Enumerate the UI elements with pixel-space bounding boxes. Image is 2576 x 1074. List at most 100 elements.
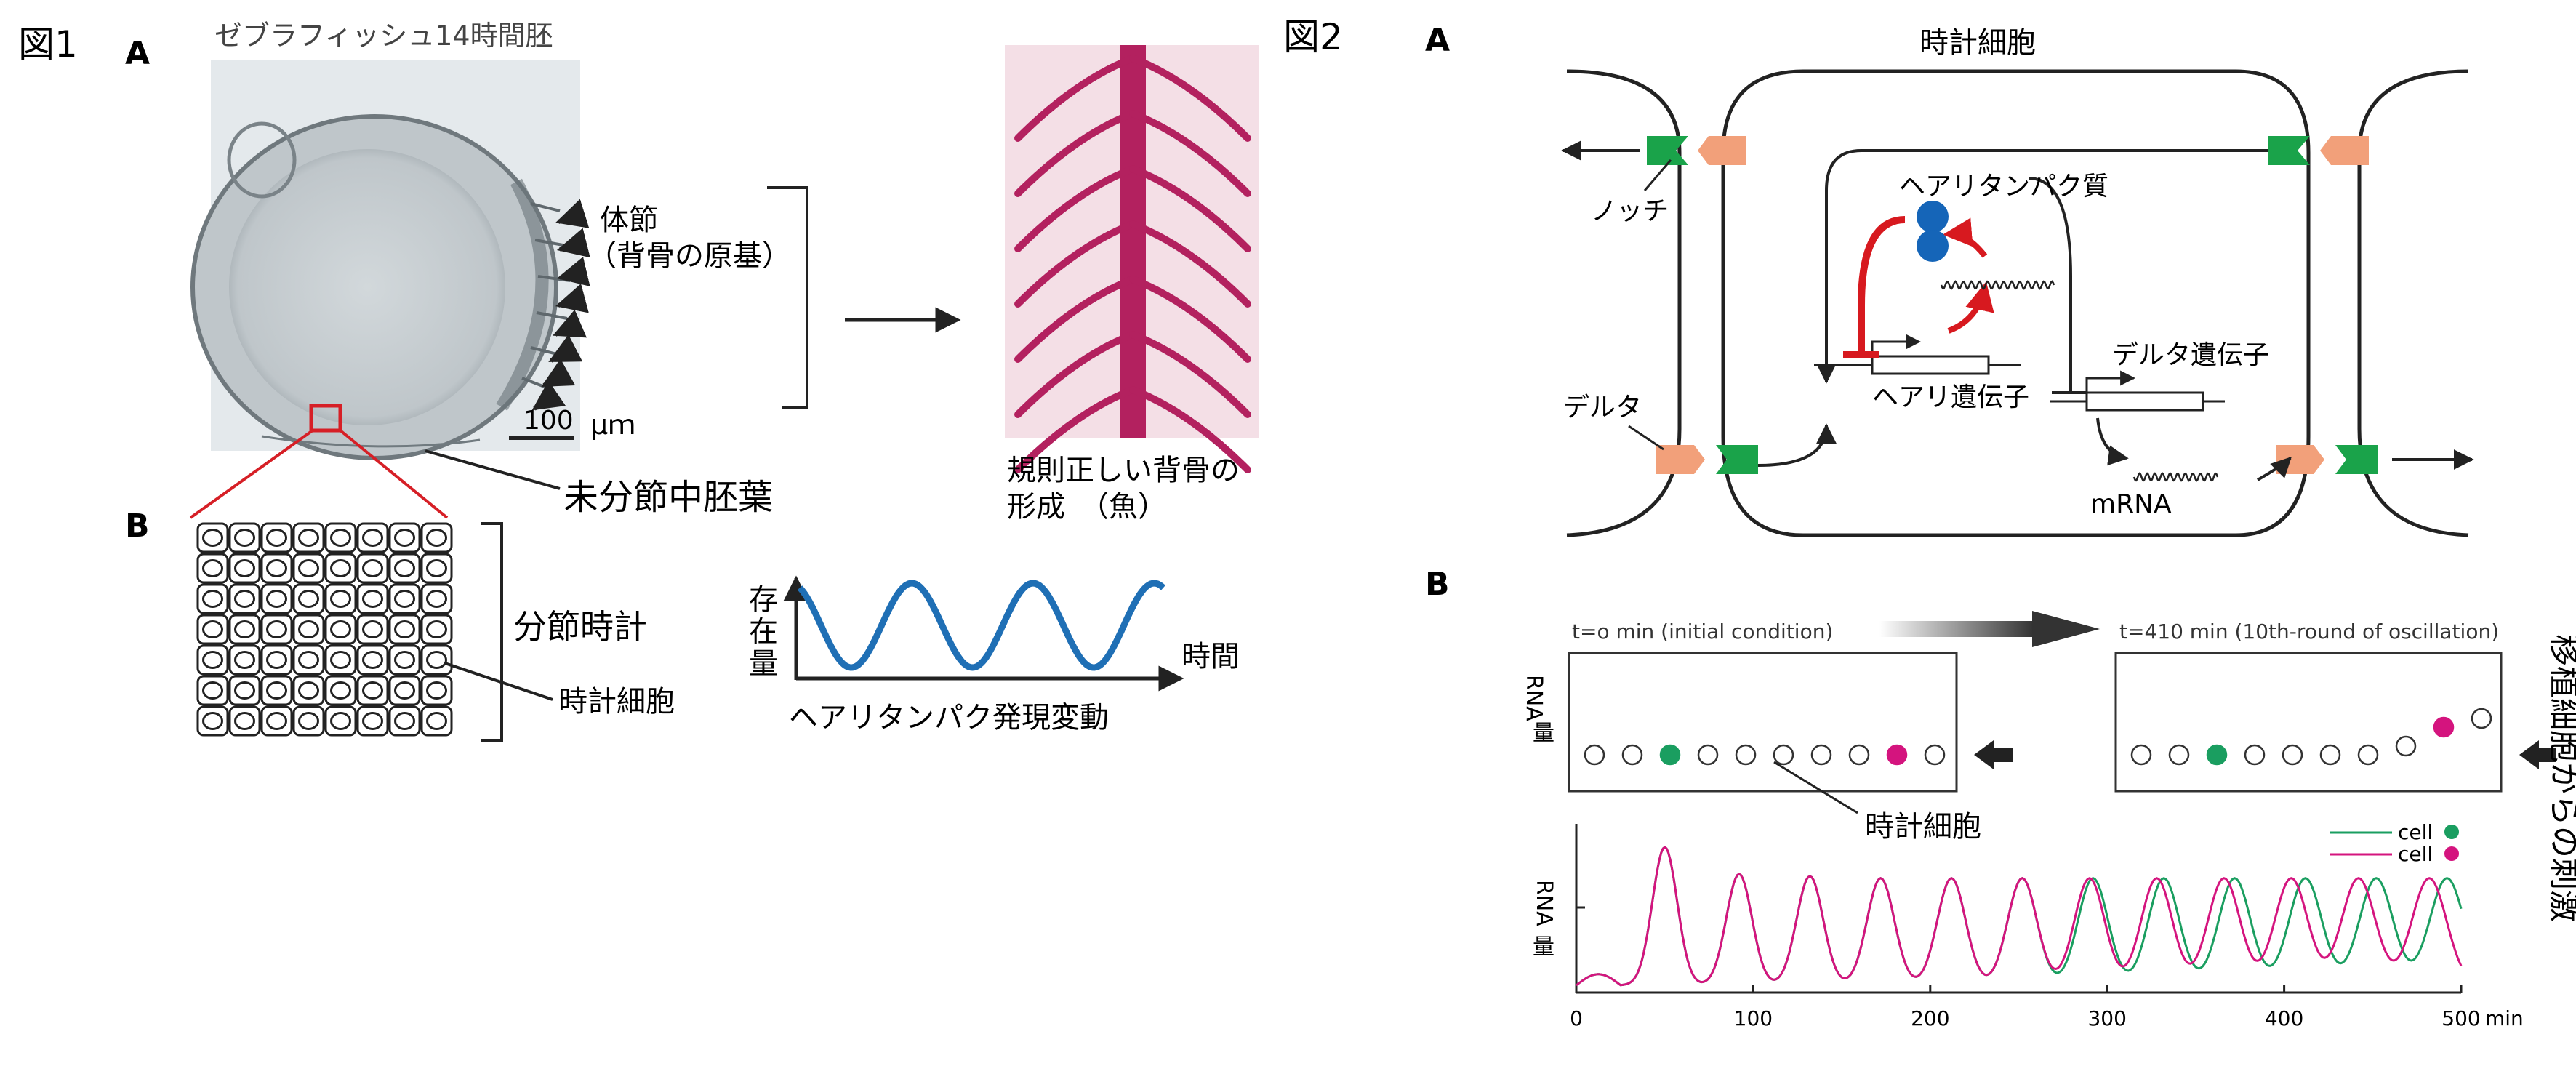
cells-row-late xyxy=(2130,708,2492,766)
cell-nucleus xyxy=(394,681,415,700)
hes-wave xyxy=(797,580,1165,671)
cell-nucleus xyxy=(362,559,383,577)
rna-cell xyxy=(1924,744,1946,766)
wave-ylabel-2: 在 xyxy=(749,615,778,649)
clock-cell xyxy=(356,522,389,553)
cell-nucleus xyxy=(234,681,255,700)
rna-cell xyxy=(1886,744,1908,766)
delta-gene-label: デルタ遺伝子 xyxy=(2112,340,2269,370)
clock-cell xyxy=(292,675,325,706)
cell-nucleus xyxy=(330,681,351,700)
delta-icon-tr xyxy=(2320,136,2369,165)
cell-nucleus xyxy=(202,681,223,700)
cell-nucleus xyxy=(298,529,319,547)
gradient-arrow-icon xyxy=(1879,621,2034,637)
clock-cell xyxy=(228,522,261,553)
rna-cell xyxy=(2433,716,2455,738)
cell-nucleus xyxy=(330,559,351,577)
clock-cell xyxy=(228,705,261,737)
clock-cell xyxy=(196,553,229,584)
x-tick-label: 300 xyxy=(2087,1006,2126,1030)
clock-cell xyxy=(324,583,357,614)
clock-cell xyxy=(260,522,293,553)
clock-cell xyxy=(292,614,325,645)
spine-rib xyxy=(1129,110,1251,197)
clock-cell xyxy=(228,675,261,706)
cell-nucleus xyxy=(298,620,319,638)
cell-nucleus xyxy=(330,620,351,638)
clock-cell xyxy=(292,705,325,737)
cell-nucleus xyxy=(362,651,383,669)
fig2-label: 図2 xyxy=(1283,16,1343,58)
zoom-line-right xyxy=(339,429,449,519)
fig1-panel-a: A xyxy=(125,35,150,72)
clock-cell xyxy=(260,583,293,614)
rna-cell xyxy=(2471,708,2492,729)
fig2: 図2 A 時計細胞 ノッチ デルタ xyxy=(1283,16,2576,1030)
rna-cell xyxy=(2282,744,2303,766)
notch-label: ノッチ xyxy=(1591,196,1669,226)
clock-cell xyxy=(356,583,389,614)
cell-nucleus xyxy=(362,712,383,730)
cell-nucleus xyxy=(266,651,287,669)
clock-cell xyxy=(356,553,389,584)
clock-cell xyxy=(228,553,261,584)
scale-value: 100 xyxy=(523,406,574,436)
box2-title: t=410 min (10th-round of oscillation) xyxy=(2119,620,2499,644)
clock-cell xyxy=(388,675,421,706)
block-arrow-icon-2 xyxy=(2519,740,2556,769)
scale-unit: μｍ xyxy=(590,409,635,441)
hes-gene-label: ヘアリ遺伝子 xyxy=(1872,382,2029,412)
rna-cell xyxy=(1810,744,1832,766)
x-unit: min xyxy=(2485,1006,2524,1030)
somite-sublabel: （背骨の原基） xyxy=(587,239,791,273)
clock-cell xyxy=(420,553,453,584)
spine-rib xyxy=(1014,110,1136,197)
cell-nucleus xyxy=(202,559,223,577)
series-line xyxy=(1576,846,2463,987)
cell-nucleus xyxy=(298,590,319,608)
wave-caption: ヘアリタンパク発現変動 xyxy=(789,701,1109,734)
spine-rib xyxy=(1014,386,1136,473)
cell-nucleus xyxy=(234,529,255,547)
cell-nucleus xyxy=(266,590,287,608)
clock-cell xyxy=(420,705,453,737)
delta-pointer xyxy=(1628,425,1664,451)
wave-ylabel-3: 量 xyxy=(749,647,778,681)
clock-cell xyxy=(324,644,357,676)
x-tick-label: 200 xyxy=(1911,1006,1949,1030)
cell-nucleus xyxy=(234,620,255,638)
spine-rib xyxy=(1014,331,1136,418)
spine-rib xyxy=(1014,220,1136,308)
mrna-wave-top xyxy=(1940,280,2055,290)
rna-cell xyxy=(1621,744,1643,766)
legend-label-cell1: cell xyxy=(2398,820,2433,844)
rna-cell xyxy=(2130,744,2152,766)
spine-rib xyxy=(1129,331,1251,418)
clock-bracket xyxy=(481,522,503,742)
rna-cell xyxy=(2206,744,2228,766)
rna-cell xyxy=(2357,744,2379,766)
cell-nucleus xyxy=(234,559,255,577)
cell-nucleus xyxy=(202,590,223,608)
spine-rib xyxy=(1129,220,1251,308)
cell-nucleus xyxy=(394,620,415,638)
x-tick-label: 400 xyxy=(2265,1006,2303,1030)
clock-cell xyxy=(292,644,325,676)
notch-icon-bl xyxy=(1716,445,1758,474)
signal-network xyxy=(1757,149,2292,482)
spine-rib xyxy=(1014,165,1136,252)
spine-caption-2: 形成 （魚） xyxy=(1007,490,1167,524)
clock-cell xyxy=(388,522,421,553)
cell-nucleus xyxy=(394,590,415,608)
clock-cell xyxy=(420,644,453,676)
cell-nucleus xyxy=(202,651,223,669)
wave-ylabel-1: 存 xyxy=(749,583,778,617)
spine-caption-1: 規則正しい背骨の xyxy=(1007,454,1240,487)
clock-cell xyxy=(356,705,389,737)
rna-cell xyxy=(1773,744,1794,766)
embryo-image xyxy=(190,60,580,460)
cell-nucleus xyxy=(394,651,415,669)
clock-cell xyxy=(420,675,453,706)
fig2-panel-a: A xyxy=(1425,22,1450,59)
